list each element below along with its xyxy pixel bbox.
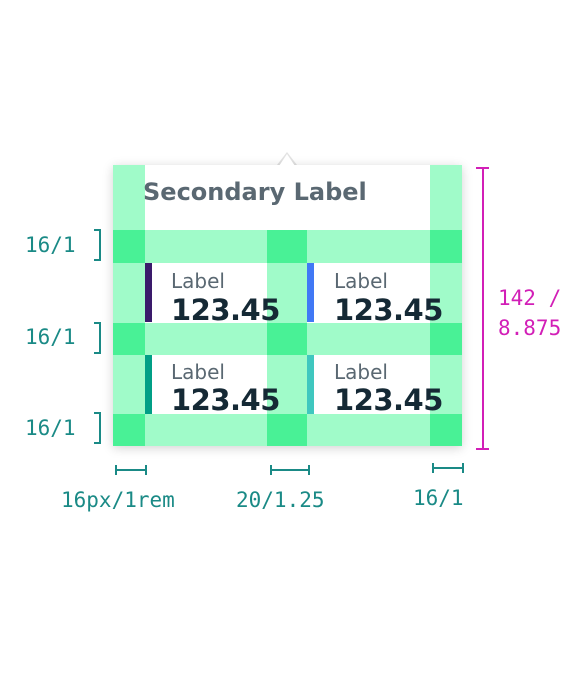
item-label: Label: [334, 360, 388, 384]
height-label-line2: 8.875: [498, 316, 562, 340]
overlay-intersection: [430, 414, 462, 446]
item-value: 123.45: [171, 383, 280, 417]
secondary-label: Secondary Label: [143, 178, 367, 206]
series-color-bar: [145, 263, 152, 322]
row-gap-label-3: 16/1: [25, 416, 76, 440]
right-padding-label: 16/1: [413, 486, 464, 510]
item-value: 123.45: [171, 293, 280, 327]
series-color-bar: [307, 263, 314, 322]
overlay-intersection: [113, 323, 145, 355]
left-padding-overlay: [113, 165, 145, 446]
right-padding-overlay: [430, 165, 462, 446]
item-value: 123.45: [334, 293, 443, 327]
row-gap-label-2: 16/1: [25, 325, 76, 349]
series-color-bar: [145, 355, 152, 414]
overlay-intersection: [430, 230, 462, 263]
column-gap-label: 20/1.25: [236, 488, 325, 512]
item-label: Label: [171, 269, 225, 293]
overlay-intersection: [113, 414, 145, 446]
height-label-line1: 142 /: [498, 286, 562, 310]
overlay-intersection: [430, 323, 462, 355]
item-label: Label: [334, 269, 388, 293]
overlay-intersection: [267, 230, 307, 263]
tooltip-caret-fill: [279, 154, 295, 166]
overlay-intersection: [267, 323, 307, 355]
overlay-intersection: [267, 414, 307, 446]
item-label: Label: [171, 360, 225, 384]
overlay-intersection: [113, 230, 145, 263]
series-color-bar: [307, 355, 314, 414]
row-gap-label-1: 16/1: [25, 233, 76, 257]
item-value: 123.45: [334, 383, 443, 417]
left-padding-label: 16px/1rem: [61, 488, 175, 512]
